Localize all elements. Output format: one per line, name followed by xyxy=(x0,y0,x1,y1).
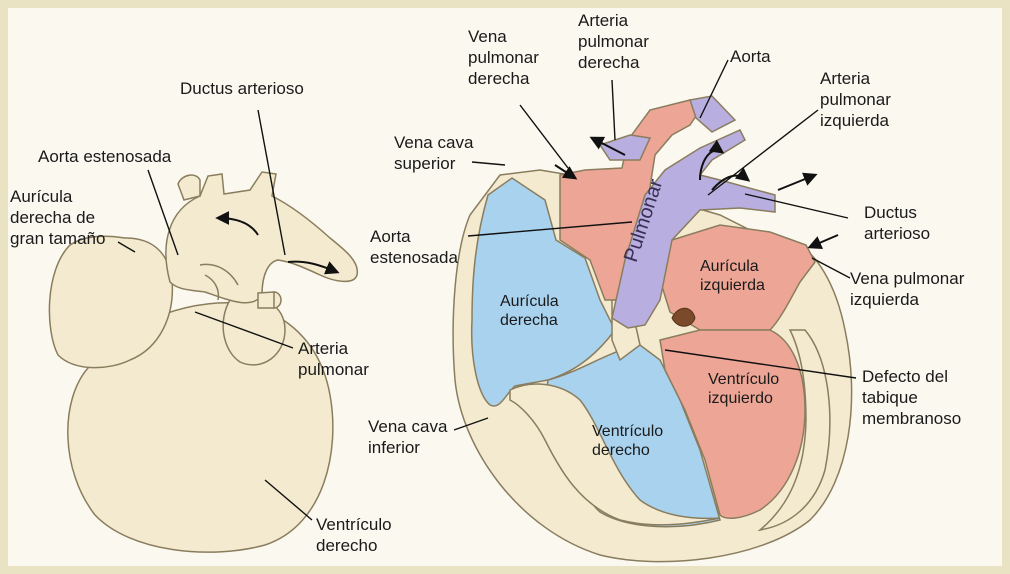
label-ventriculo-derecho-left: Ventrículo derecho xyxy=(316,514,392,556)
label-arteria-pulmonar-derecha: Arteria pulmonar derecha xyxy=(578,10,649,73)
label-ventriculo-izquierdo-inner: Ventrículo izquierdo xyxy=(708,370,779,408)
label-arteria-pulmonar-left: Arteria pulmonar xyxy=(298,338,369,380)
label-vena-cava-inferior: Vena cava inferior xyxy=(368,416,447,458)
label-ventriculo-derecho-inner: Ventrículo derecho xyxy=(592,422,663,460)
label-aorta-top: Aorta xyxy=(730,46,771,67)
vessel-stub-neck xyxy=(258,292,274,308)
label-auricula-derecha-inner: Aurícula derecha xyxy=(500,292,559,330)
label-vena-pulmonar-izquierda: Vena pulmonar izquierda xyxy=(850,268,964,310)
label-vena-cava-superior: Vena cava superior xyxy=(394,132,473,174)
label-defecto-tabique: Defecto del tabique membranoso xyxy=(862,366,961,429)
label-ductus-top: Ductus arterioso xyxy=(180,78,304,99)
label-aorta-estenosada-right: Aorta estenosada xyxy=(370,226,458,268)
label-vena-pulmonar-derecha: Vena pulmonar derecha xyxy=(468,26,539,89)
label-auricula-derecha-gran: Aurícula derecha de gran tamaño xyxy=(10,186,105,249)
label-aorta-estenosada-left: Aorta estenosada xyxy=(38,146,171,167)
label-arteria-pulmonar-izquierda: Arteria pulmonar izquierda xyxy=(820,68,891,131)
label-auricula-izquierda-inner: Aurícula izquierda xyxy=(700,257,765,295)
label-ductus-right: Ductus arterioso xyxy=(864,202,930,244)
